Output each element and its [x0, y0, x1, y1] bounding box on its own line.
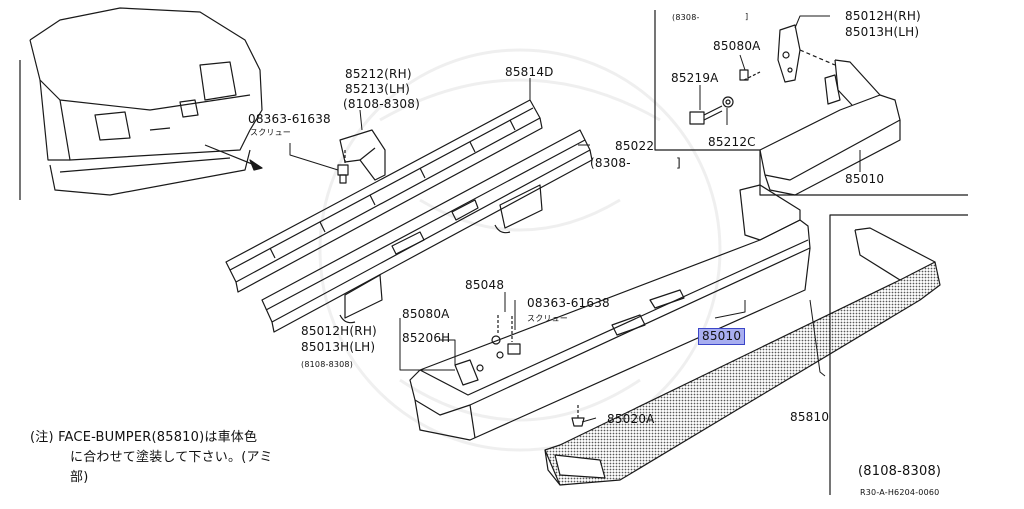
label-85013h-top: 85013H(LH) [845, 25, 920, 39]
label-range-top: (8308- [672, 13, 700, 22]
inset-bolt-85219a [689, 105, 723, 125]
reinforcement-rail-85814d [225, 99, 543, 293]
watermark-emblem [318, 48, 722, 452]
label-85020a: 85020A [607, 412, 655, 426]
inset-bolt-85080a [739, 69, 761, 81]
label-85048: 85048 [465, 278, 505, 292]
bracket-85212 [339, 129, 386, 181]
label-85080a-top: 85080A [713, 39, 761, 53]
label-85206h: 85206H [402, 331, 451, 345]
arrow-pointer [204, 144, 263, 171]
reinforcement-rail-85022 [261, 129, 593, 333]
label-screw-a: スクリュー [250, 128, 291, 137]
label-85212c: 85212C [708, 135, 756, 149]
label-85012h-top: 85012H(RH) [845, 9, 921, 23]
footnote-line-3: 部) [70, 470, 89, 485]
label-85814d: 85814D [505, 65, 554, 79]
label-08363-61638-b: 08363-61638 [527, 296, 610, 310]
label-85013h: 85013H(LH) [301, 340, 376, 354]
bumper-85010 [409, 184, 811, 441]
label-85080a: 85080A [402, 307, 450, 321]
label-85810: 85810 [790, 410, 830, 424]
inset-washer-85212c [722, 96, 734, 108]
label-85212: 85212(RH) [345, 67, 412, 81]
label-85022: 85022 [615, 139, 655, 153]
inset-bracket-85012h [777, 24, 836, 83]
label-bracket-85022: ] [676, 156, 681, 170]
footnote-line-2: に合わせて塗装して下さい。(アミ [70, 450, 273, 465]
label-range-b: (8108-8308) [301, 360, 354, 369]
inset-frame [654, 10, 968, 495]
label-85012h: 85012H(RH) [301, 324, 377, 338]
label-08363-61638-a: 08363-61638 [248, 112, 331, 126]
reference-code: R30-A-H6204-0060 [860, 488, 940, 497]
label-range-85022: (8308- [590, 156, 631, 170]
leader-lines [289, 15, 861, 423]
inset-bumper-85010 [759, 59, 901, 196]
clip-85020a [571, 405, 585, 427]
label-85010-top: 85010 [845, 172, 885, 186]
car-rear-illustration [19, 7, 263, 200]
label-85010-highlighted[interactable]: 85010 [698, 328, 746, 345]
footnote-line-1: (注) FACE-BUMPER(85810)は車体色 [30, 430, 258, 445]
label-range-a: (8108-8308) [343, 97, 420, 111]
label-range-bottom: (8108-8308) [858, 464, 942, 479]
label-bracket-top: ] [745, 12, 749, 21]
hardware-cluster [491, 315, 521, 359]
label-screw-b: スクリュー [527, 314, 568, 323]
label-85219a: 85219A [671, 71, 719, 85]
face-bumper-85810 [544, 227, 941, 486]
footnote: (注) FACE-BUMPER(85810)は車体色 に合わせて塗装して下さい。… [30, 428, 273, 488]
label-85213: 85213(LH) [345, 82, 411, 96]
